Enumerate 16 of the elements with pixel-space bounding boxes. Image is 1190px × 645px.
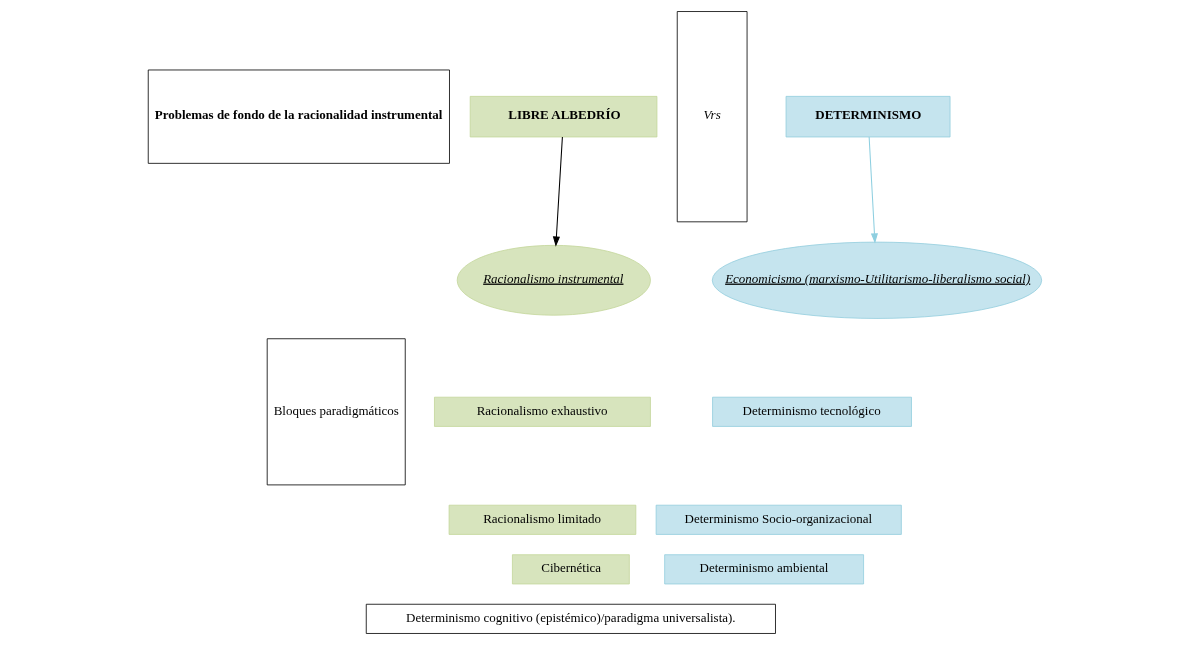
node-box: Cibernética [512,554,630,585]
node-box: LIBRE ALBEDRÍO [469,95,658,138]
node-ellipse: Economicismo (marxismo-Utilitarismo-liberalismo social) [711,241,1043,319]
node-box: Vrs [676,11,748,223]
node-box: Problemas de fondo de la racionalidad instrumental [147,69,450,164]
node-ellipse: Racionalismo instrumental [456,244,651,316]
arrow [868,136,879,244]
node-box: Racionalismo limitado [448,504,637,535]
node-box: Determinismo cognitivo (epistémico)/paradigma universalista). [365,603,776,634]
node-box: DETERMINISMO [785,95,951,138]
arrow [552,136,563,247]
node-box: Bloques paradigmáticos [266,338,406,486]
node-box: Determinismo Socio-organizacional [655,504,902,535]
node-box: Determinismo ambiental [664,554,864,585]
node-box: Racionalismo exhaustivo [434,396,651,427]
node-box: Determinismo tecnológico [712,396,912,427]
